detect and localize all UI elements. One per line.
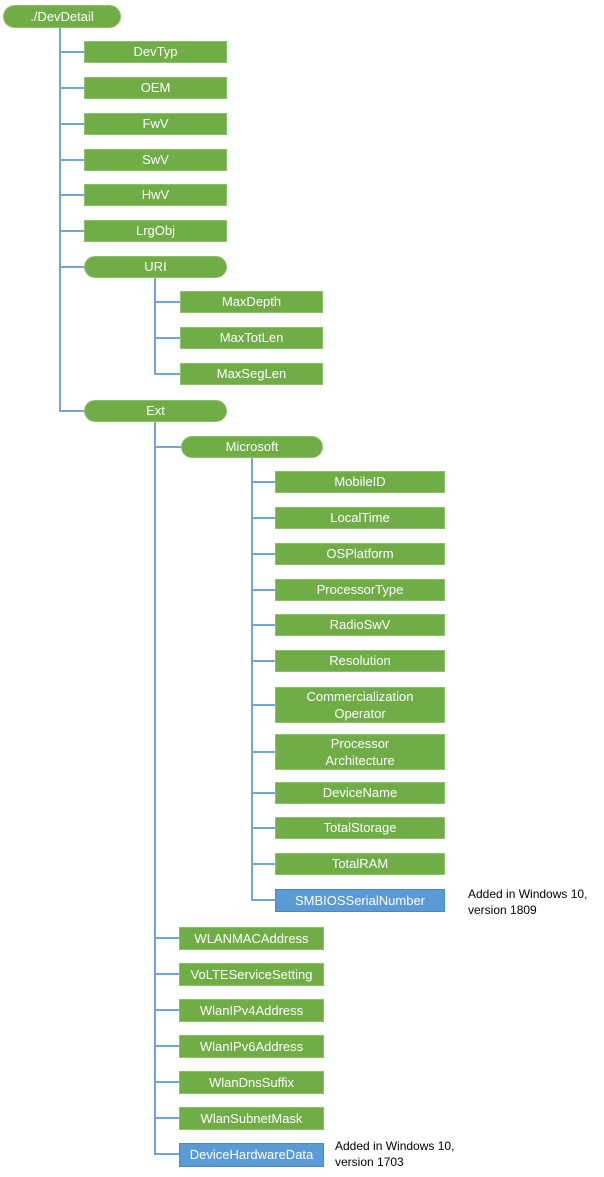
- node-devicename: DeviceName: [275, 782, 445, 804]
- node-uri: URI: [84, 256, 227, 278]
- node-mobileid: MobileID: [275, 471, 445, 493]
- node-radioswv: RadioSwV: [275, 614, 445, 636]
- annotation-line: version 1703: [335, 1154, 404, 1169]
- node-totalstorage: TotalStorage: [275, 817, 445, 839]
- connector-line: [59, 27, 61, 412]
- annotation-line: Added in Windows 10,: [335, 1139, 455, 1153]
- connector-line: [154, 277, 156, 375]
- connector-line: [251, 751, 276, 753]
- node-swv: SwV: [84, 149, 227, 171]
- node-microsoft: Microsoft: [181, 436, 323, 458]
- connector-line: [154, 446, 182, 448]
- node-lrgobj: LrgObj: [84, 220, 227, 242]
- connector-line: [59, 87, 85, 89]
- connector-line: [59, 123, 85, 125]
- connector-line: [251, 899, 276, 901]
- node-devdetail: ./DevDetail: [3, 5, 121, 28]
- node-wlan-subnet-mask: WlanSubnetMask: [179, 1107, 324, 1130]
- node-label-line: Operator: [334, 706, 386, 721]
- node-label-line: Commercialization: [306, 689, 414, 704]
- node-maxtotlen: MaxTotLen: [180, 327, 323, 349]
- node-hwv: HwV: [84, 184, 227, 206]
- node-totalram: TotalRAM: [275, 853, 445, 875]
- node-label-line: Processor: [330, 736, 390, 751]
- connector-line: [154, 1153, 180, 1155]
- connector-line: [59, 194, 85, 196]
- connector-line: [251, 704, 276, 706]
- connector-line: [251, 863, 276, 865]
- connector-line: [154, 337, 181, 339]
- connector-line: [154, 1117, 180, 1119]
- annotation-line: Added in Windows 10,: [468, 887, 588, 901]
- node-wlan-ipv6-address: WlanIPv6Address: [179, 1035, 324, 1058]
- connector-line: [59, 159, 85, 161]
- connector-line: [59, 410, 85, 412]
- connector-line: [59, 266, 85, 268]
- annotation-1703: Added in Windows 10,version 1703: [335, 1139, 454, 1170]
- node-fwv: FwV: [84, 113, 227, 135]
- connector-line: [154, 1081, 180, 1083]
- node-volte-service-setting: VoLTEServiceSetting: [179, 963, 324, 986]
- connector-line: [251, 517, 276, 519]
- connector-line: [251, 827, 276, 829]
- node-localtime: LocalTime: [275, 507, 445, 529]
- connector-line: [251, 660, 276, 662]
- connector-line: [59, 230, 85, 232]
- connector-line: [154, 1045, 180, 1047]
- node-osplatform: OSPlatform: [275, 543, 445, 565]
- connector-line: [154, 301, 181, 303]
- node-devtyp: DevTyp: [84, 41, 227, 63]
- connector-line: [251, 553, 276, 555]
- connector-line: [251, 457, 253, 901]
- connector-line: [251, 792, 276, 794]
- connector-line: [154, 937, 180, 939]
- node-wlan-mac-address: WLANMACAddress: [179, 927, 324, 950]
- node-device-hardware-data: DeviceHardwareData: [179, 1143, 324, 1167]
- annotation-1809: Added in Windows 10,version 1809: [468, 887, 587, 918]
- node-wlan-ipv4-address: WlanIPv4Address: [179, 999, 324, 1022]
- connector-line: [154, 973, 180, 975]
- node-oem: OEM: [84, 77, 227, 99]
- node-maxdepth: MaxDepth: [180, 291, 323, 313]
- node-smbios-serial-number: SMBIOSSerialNumber: [275, 889, 445, 912]
- connector-line: [154, 421, 156, 1155]
- node-resolution: Resolution: [275, 650, 445, 672]
- connector-line: [251, 481, 276, 483]
- node-ext: Ext: [84, 400, 227, 422]
- connector-line: [251, 589, 276, 591]
- connector-line: [154, 373, 181, 375]
- connector-line: [154, 1009, 180, 1011]
- connector-line: [251, 624, 276, 626]
- annotation-line: version 1809: [468, 902, 537, 917]
- node-wlan-dns-suffix: WlanDnsSuffix: [179, 1071, 324, 1094]
- connector-line: [59, 51, 85, 53]
- node-maxseglen: MaxSegLen: [180, 363, 323, 385]
- node-processortype: ProcessorType: [275, 579, 445, 601]
- node-label-line: Architecture: [325, 753, 395, 768]
